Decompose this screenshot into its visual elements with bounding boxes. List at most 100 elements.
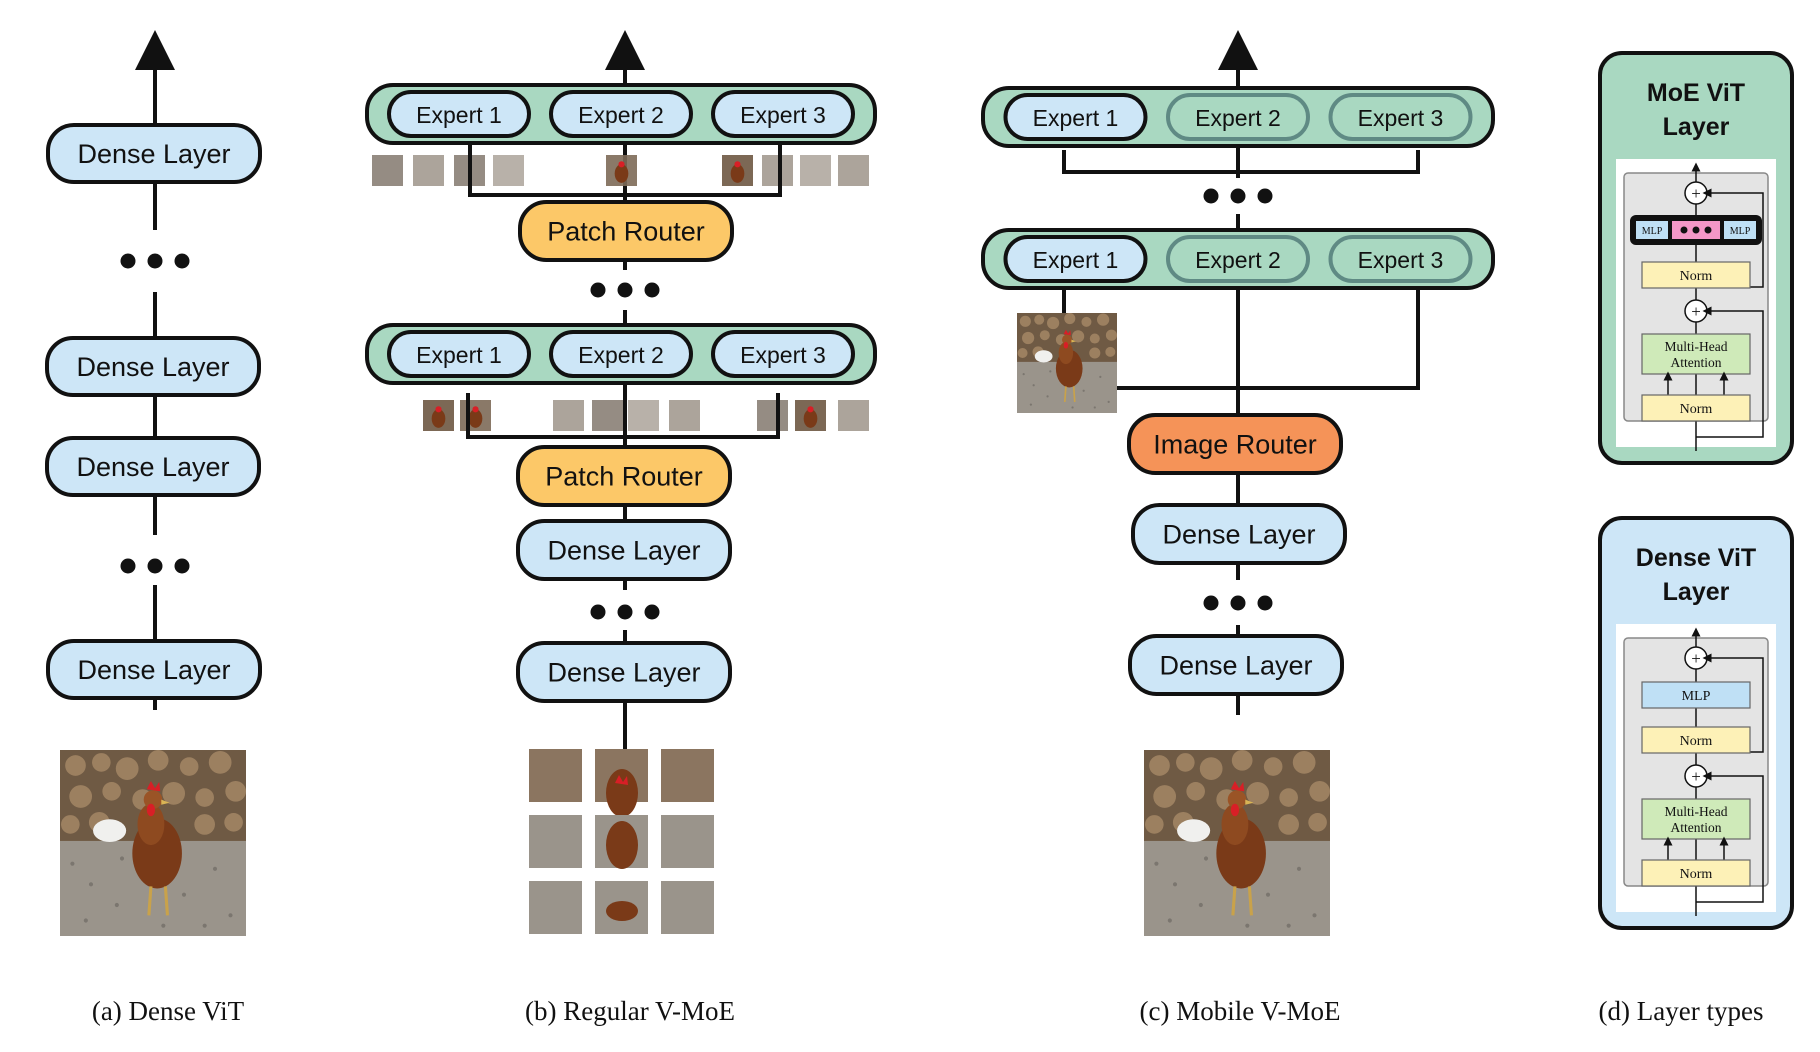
- dense-layer-a1: [46, 123, 262, 184]
- regular-mid-expert-1: [387, 330, 531, 378]
- ellipsis-icon: [120, 253, 136, 269]
- image-patch: [529, 749, 582, 802]
- regular-top-expert-3: [711, 90, 855, 138]
- image-patch: [592, 400, 623, 431]
- moe-vit-layer-norm-1-label: Norm: [1680, 269, 1713, 284]
- image-patch: [553, 400, 584, 431]
- image-patch: [661, 749, 714, 802]
- moe-vit-layer-norm-1: [1641, 261, 1751, 289]
- moe-vit-layer-mlp-expert-1-label: MLP: [1642, 226, 1663, 237]
- mobile-mid-expert-1: [1003, 235, 1148, 283]
- dense-vit-layer-norm-1: [1641, 726, 1751, 754]
- ellipsis-icon: [617, 282, 633, 298]
- moe-vit-layer-title-1: MoE ViT: [1647, 79, 1745, 107]
- dense-layer-b1-label: Dense Layer: [547, 536, 700, 566]
- ellipsis-icon: [1692, 226, 1700, 234]
- moe-vit-layer-mlp-expert-1: [1636, 221, 1668, 239]
- chicken-image-c: [1144, 750, 1330, 936]
- dense-layer-a3: [45, 436, 261, 497]
- dense-layer-c2: [1128, 634, 1344, 696]
- ellipsis-icon: [1230, 188, 1246, 204]
- moe-vit-layer-skip-line: [1696, 306, 1764, 438]
- patch-router-mid-label: Patch Router: [545, 462, 703, 492]
- ellipsis-icon: [174, 558, 190, 574]
- ellipsis-icon: [1257, 595, 1273, 611]
- regular-top-expert-1-label: Expert 1: [416, 102, 502, 128]
- image-patch: [669, 400, 700, 431]
- regular-mid-expert-1-label: Expert 1: [416, 342, 502, 368]
- dense-layer-a2-label: Dense Layer: [76, 352, 229, 382]
- plus-circle-icon: +: [1691, 184, 1701, 203]
- image-patch: [661, 815, 714, 868]
- regular-mid-expert-3: [711, 330, 855, 378]
- ellipsis-icon: [644, 604, 660, 620]
- dense-vit-layer-mha-label-1: Multi-Head: [1665, 804, 1728, 819]
- regular-top-expert-2-label: Expert 2: [578, 102, 664, 128]
- ellipsis-icon: [644, 282, 660, 298]
- regular-top-expert-1: [387, 90, 531, 138]
- dense-layer-b2: [516, 641, 732, 703]
- image-patch-detail: [606, 769, 638, 817]
- mobile-mid-expert-1-label: Expert 1: [1033, 247, 1119, 273]
- dense-vit-layer-norm-2: [1641, 859, 1751, 887]
- ellipsis-icon: [590, 604, 606, 620]
- ellipsis-icon: [147, 558, 163, 574]
- dense-vit-layer-mha-label-2: Attention: [1671, 820, 1722, 835]
- patch-router-mid: [516, 445, 732, 507]
- ellipsis-icon: [174, 253, 190, 269]
- image-patch-detail: [734, 161, 741, 168]
- patch-router-top: [518, 200, 734, 262]
- plus-circle-icon: +: [1691, 649, 1701, 668]
- dense-vit-layer-title-1: Dense ViT: [1636, 544, 1756, 572]
- dense-layer-a3-label: Dense Layer: [76, 452, 229, 482]
- router-fanout-line: [468, 145, 782, 197]
- dense-vit-layer-mha: [1641, 798, 1751, 840]
- image-router-label: Image Router: [1153, 430, 1317, 460]
- moe-vit-layer-norm-2: [1641, 394, 1751, 422]
- ellipsis-icon: [1230, 595, 1246, 611]
- expert-join-line: [1062, 150, 1420, 174]
- dense-layer-a4-label: Dense Layer: [77, 655, 230, 685]
- regular-mid-expert-2: [549, 330, 693, 378]
- image-patch: [529, 881, 582, 934]
- ellipsis-icon: [1257, 188, 1273, 204]
- image-patch: [661, 881, 714, 934]
- regular-top-expert-2: [549, 90, 693, 138]
- image-patch: [757, 400, 788, 431]
- image-patch-detail: [468, 409, 483, 428]
- mobile-mid-expert-2: [1166, 235, 1310, 283]
- moe-vit-layer-mlp-expert-2: [1724, 221, 1756, 239]
- image-patch-detail: [803, 409, 818, 428]
- image-patch-detail: [431, 409, 446, 428]
- router-route-line: [1114, 290, 1420, 390]
- dense-layer-a4: [46, 639, 262, 700]
- image-patch: [628, 400, 659, 431]
- image-patch: [493, 155, 524, 186]
- patch-router-top-label: Patch Router: [547, 217, 705, 247]
- moe-vit-layer-title-2: Layer: [1663, 113, 1730, 141]
- dense-layer-c2-label: Dense Layer: [1159, 651, 1312, 681]
- ellipsis-icon: [590, 282, 606, 298]
- dense-vit-layer-norm-1-label: Norm: [1680, 734, 1713, 749]
- caption-mobile-vmoe: (c) Mobile V-MoE: [1140, 996, 1341, 1026]
- mobile-mid-expert-3-label: Expert 3: [1358, 247, 1444, 273]
- dense-vit-layer-mlp-label: MLP: [1682, 689, 1711, 704]
- moe-vit-layer-mha: [1641, 333, 1751, 375]
- image-patch: [800, 155, 831, 186]
- dense-vit-layer-norm-2-label: Norm: [1680, 867, 1713, 882]
- ellipsis-icon: [1203, 188, 1219, 204]
- image-patch: [838, 155, 869, 186]
- image-patch-detail: [606, 901, 638, 921]
- image-patch: [838, 400, 869, 431]
- image-patch-detail: [730, 164, 745, 183]
- ellipsis-icon: [120, 558, 136, 574]
- image-patch-detail: [615, 775, 628, 785]
- plus-circle-icon: +: [1691, 767, 1701, 786]
- ellipsis-icon: [147, 253, 163, 269]
- image-patch: [529, 815, 582, 868]
- mobile-top-expert-2: [1166, 93, 1310, 141]
- regular-mid-expert-2-label: Expert 2: [578, 342, 664, 368]
- dense-vit-layer-skip-line: [1696, 771, 1764, 903]
- image-patch-detail: [606, 821, 638, 869]
- dense-vit-layer-title-2: Layer: [1663, 578, 1730, 606]
